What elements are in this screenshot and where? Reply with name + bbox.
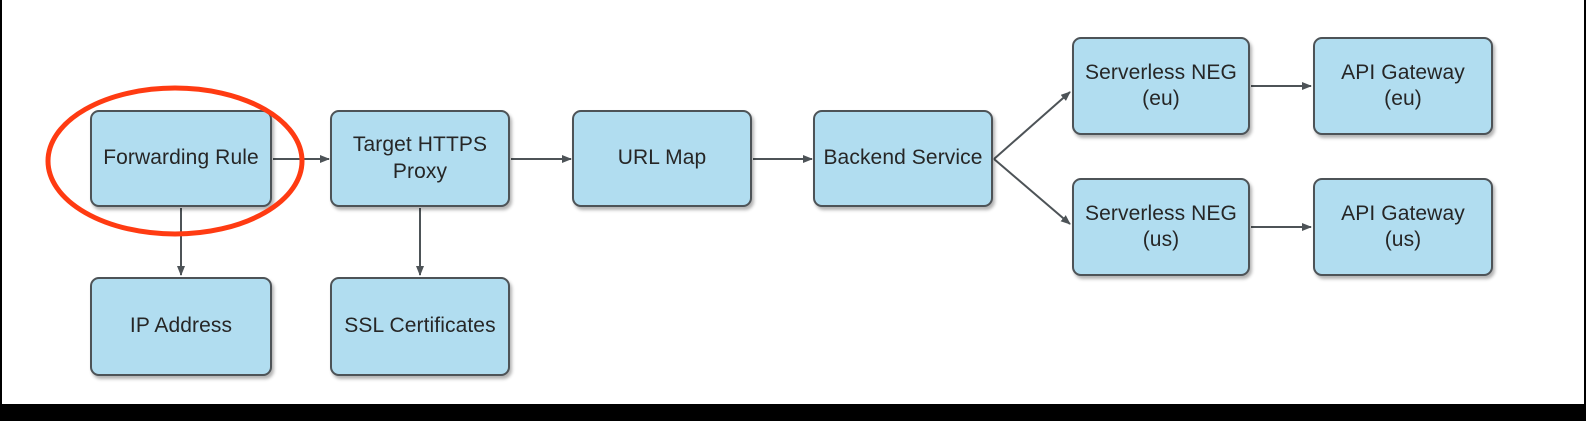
node-forwarding-rule[interactable]: Forwarding Rule	[90, 110, 272, 207]
node-url-map[interactable]: URL Map	[572, 110, 752, 207]
node-serverless-neg-eu[interactable]: Serverless NEG (eu)	[1072, 37, 1250, 135]
canvas-left-border	[0, 0, 2, 404]
edge-backend-service-to-serverless-neg-us	[993, 158, 1071, 225]
node-serverless-neg-us[interactable]: Serverless NEG (us)	[1072, 178, 1250, 276]
node-ip-address[interactable]: IP Address	[90, 277, 272, 376]
diagram-surface: Forwarding Rule Target HTTPS Proxy URL M…	[45, 37, 1493, 376]
edge-backend-service-to-serverless-neg-eu	[993, 91, 1071, 160]
bottom-bar	[0, 404, 1586, 421]
node-target-https-proxy[interactable]: Target HTTPS Proxy	[330, 110, 510, 207]
node-backend-service[interactable]: Backend Service	[813, 110, 993, 207]
node-api-gateway-eu[interactable]: API Gateway (eu)	[1313, 37, 1493, 135]
canvas-right-border	[1584, 0, 1586, 404]
node-ssl-certificates[interactable]: SSL Certificates	[330, 277, 510, 376]
node-api-gateway-us[interactable]: API Gateway (us)	[1313, 178, 1493, 276]
